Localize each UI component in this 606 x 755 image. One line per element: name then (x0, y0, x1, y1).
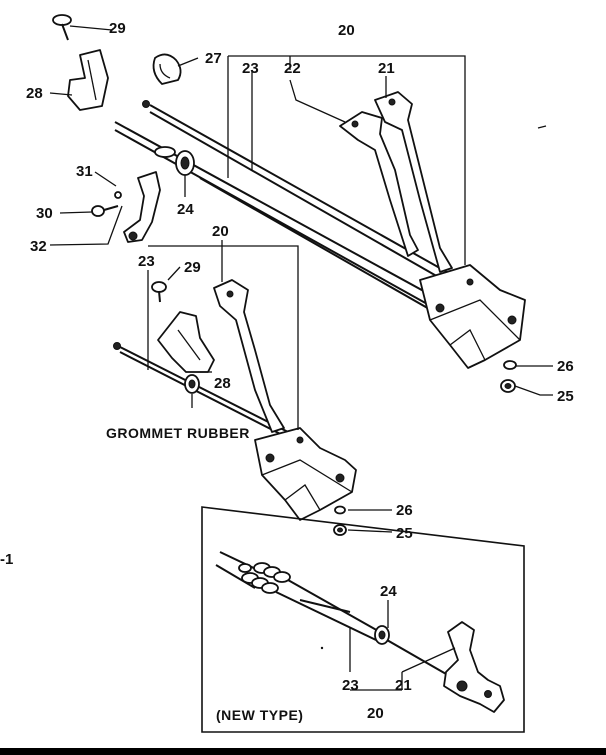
washer-26-upper (503, 360, 517, 370)
callout-26-middle: 26 (396, 502, 413, 519)
callout-29-middle: 29 (184, 259, 201, 276)
grommet-rubber-label: GROMMET RUBBER (106, 425, 250, 441)
upper-assembly (52, 14, 526, 393)
callout-25-middle: 25 (396, 525, 413, 542)
lever-20-middle (213, 279, 285, 433)
callout-32: 32 (30, 238, 47, 255)
callout-31: 31 (76, 163, 93, 180)
lever-21 (374, 91, 453, 273)
callout-25-upper: 25 (557, 388, 574, 405)
grommet-24 (154, 146, 195, 176)
bracket-28-top (67, 49, 109, 111)
callout-21-top: 21 (378, 60, 395, 77)
screw-30 (91, 205, 119, 217)
leader-lines-middle (147, 240, 393, 533)
clip-27 (152, 53, 182, 85)
new-type-inset (201, 506, 525, 733)
stray-mark (537, 125, 547, 129)
callout-24-new: 24 (380, 583, 397, 600)
middle-assembly (113, 279, 357, 536)
callout-22: 22 (284, 60, 301, 77)
washer-26-middle (334, 505, 346, 515)
callout-29-top: 29 (109, 20, 126, 37)
callout-20-top: 20 (338, 22, 355, 39)
callout-23-middle: 23 (138, 253, 155, 270)
callout-23-new: 23 (342, 677, 359, 694)
bellows-boots (215, 551, 291, 594)
callout-30: 30 (36, 205, 53, 222)
screw-29-middle (151, 281, 167, 303)
upper-bracket-housing (419, 264, 526, 369)
lever-21-new (443, 621, 505, 713)
callout-26-upper: 26 (557, 358, 574, 375)
callout-28-middle: 28 (214, 375, 231, 392)
cable-end-ball (142, 100, 150, 108)
leader-lines-upper (49, 25, 553, 396)
screw-29-top (52, 14, 72, 41)
edge-fragment-label: -1 (0, 551, 13, 568)
bracket-32 (123, 171, 161, 243)
callout-27: 27 (205, 50, 222, 67)
leader-lines-new-type (349, 600, 456, 691)
washer-31 (114, 191, 122, 199)
new-type-label: (NEW TYPE) (216, 707, 303, 723)
callout-23-top: 23 (242, 60, 259, 77)
callout-21-new: 21 (395, 677, 412, 694)
callout-20-new: 20 (367, 705, 384, 722)
callout-28-top: 28 (26, 85, 43, 102)
callout-24-top: 24 (177, 201, 194, 218)
lever-22 (339, 111, 419, 257)
bottom-border-bar (0, 748, 606, 755)
stray-dot (320, 646, 324, 650)
callout-20-middle: 20 (212, 223, 229, 240)
